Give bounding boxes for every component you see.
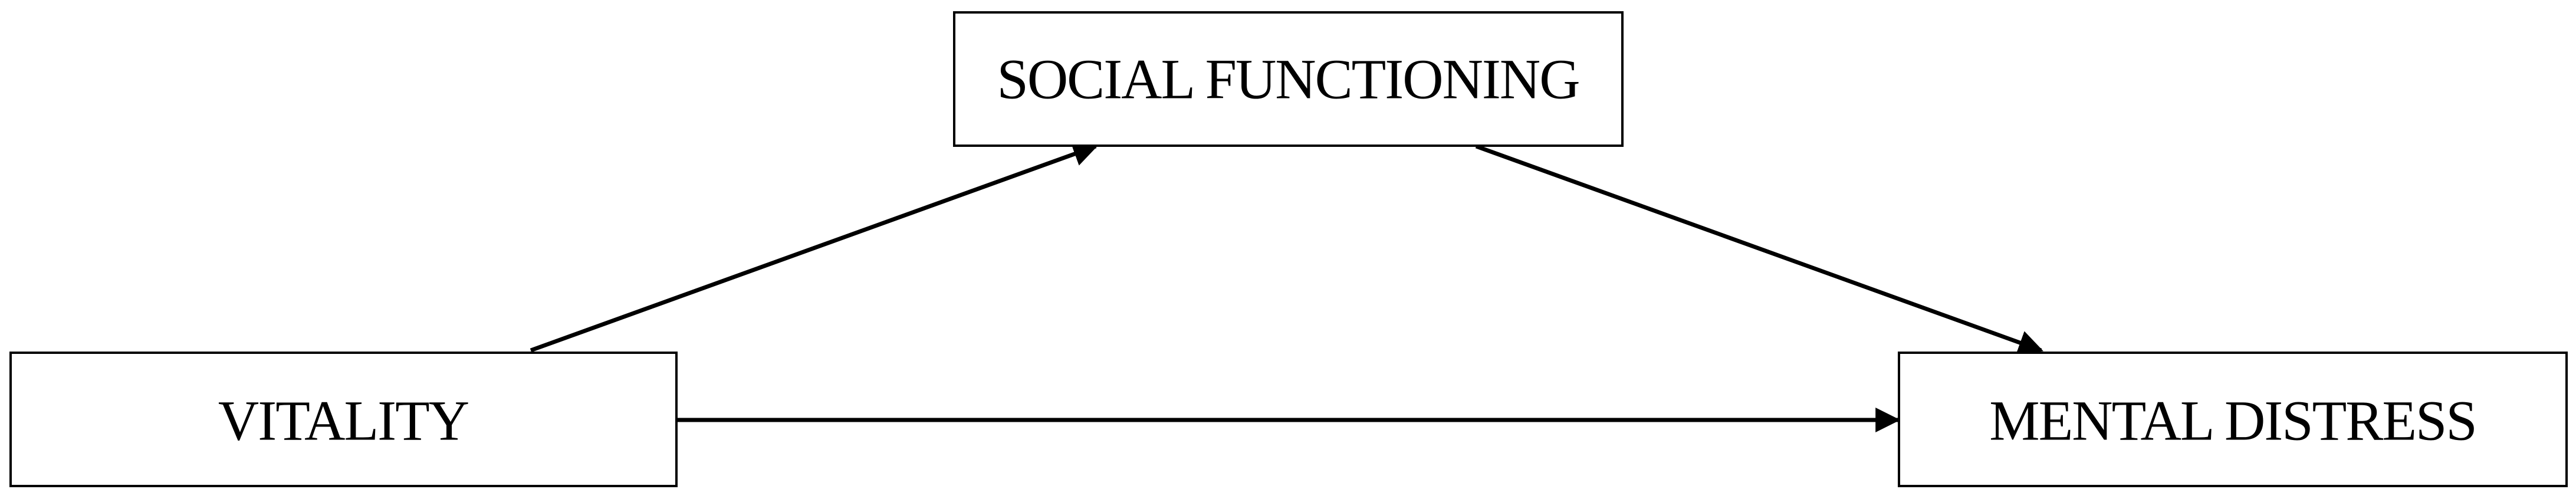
node-mental-distress-label: MENTAL DISTRESS: [1989, 389, 2476, 452]
node-social-functioning-label: SOCIAL FUNCTIONING: [997, 48, 1579, 111]
edges: [530, 142, 2043, 432]
node-social-functioning-box: [953, 11, 1624, 147]
node-mental-distress: MENTAL DISTRESS: [1898, 352, 2568, 487]
edge-social-functioning-to-mental-distress: [1475, 144, 2043, 354]
node-vitality: VITALITY: [9, 352, 678, 487]
edge-vitality-to-social-functioning: [530, 142, 1098, 353]
node-social-functioning: SOCIAL FUNCTIONING: [953, 11, 1624, 147]
node-vitality-label: VITALITY: [218, 389, 468, 452]
node-mental-distress-box: [1898, 352, 2568, 487]
node-vitality-box: [9, 352, 678, 487]
